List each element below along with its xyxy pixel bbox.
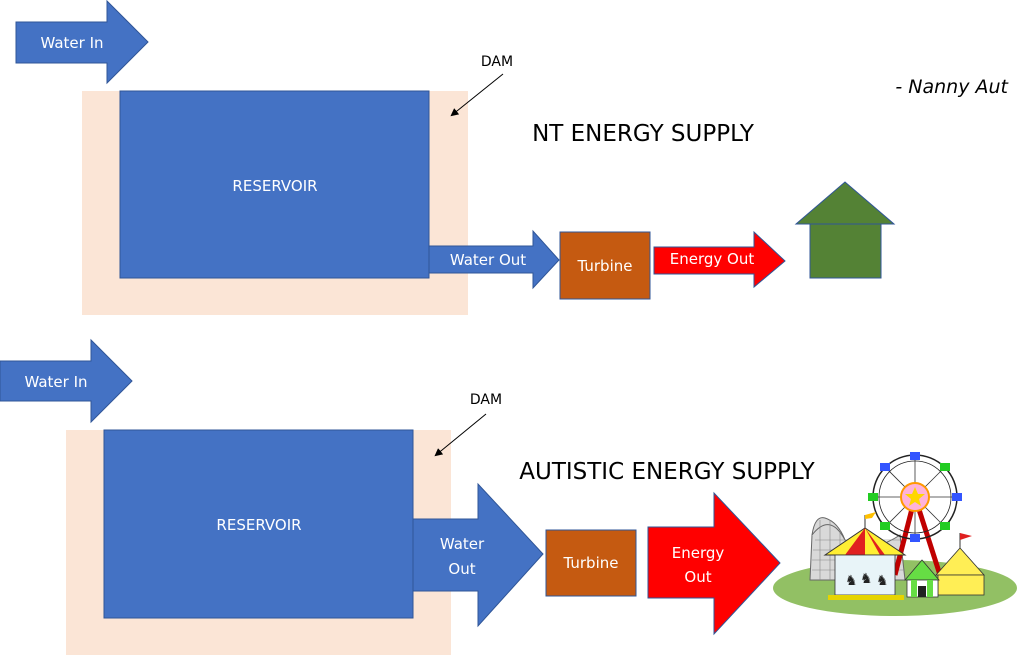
nt-dam-pointer-arrow [450, 73, 504, 117]
nt-reservoir-label: RESERVOIR [232, 177, 317, 195]
tent-icon [904, 533, 985, 598]
autistic-water-out-arrow: Water Out [412, 482, 544, 628]
nt-section: Water In RESERVOIR DAM Water Out Turbine… [15, 0, 896, 315]
carousel-icon: ♞ ♞ ♞ [823, 512, 907, 600]
amusement-park-icon: ♞ ♞ ♞ [773, 452, 1017, 616]
nt-dam-label: DAM [481, 54, 513, 70]
autistic-water-in-label: Water In [24, 373, 87, 391]
nt-title: NT ENERGY SUPPLY [532, 121, 755, 147]
house-icon [794, 181, 896, 279]
nt-water-out-arrow: Water Out [428, 229, 560, 290]
nt-water-out-label: Water Out [450, 251, 526, 269]
svg-text:♞: ♞ [845, 573, 858, 589]
nt-energy-out-label: Energy Out [670, 250, 755, 268]
autistic-section: Water In RESERVOIR DAM Water Out Turbine… [0, 338, 1017, 655]
nt-energy-out-arrow: Energy Out [653, 230, 786, 289]
autistic-water-out-label-line1: Water [440, 535, 485, 553]
author-signature: - Nanny Aut [895, 76, 1009, 98]
autistic-title: AUTISTIC ENERGY SUPPLY [519, 459, 815, 485]
autistic-reservoir [103, 429, 414, 619]
autistic-reservoir-label: RESERVOIR [216, 516, 301, 534]
svg-text:♞: ♞ [876, 573, 889, 589]
autistic-energy-out-arrow: Energy Out [647, 491, 781, 636]
ferris-wheel-icon [868, 452, 962, 576]
autistic-turbine-label: Turbine [563, 554, 619, 572]
nt-turbine-label: Turbine [577, 257, 633, 275]
nt-reservoir [119, 90, 430, 279]
nt-turbine [559, 231, 651, 300]
autistic-water-out-label-line2: Out [448, 560, 475, 578]
autistic-turbine [545, 529, 637, 597]
nt-water-in-arrow: Water In [15, 0, 149, 85]
svg-text:♞: ♞ [860, 571, 873, 587]
autistic-energy-out-label-line1: Energy [672, 544, 725, 562]
autistic-dam-pointer-arrow [434, 413, 487, 457]
autistic-water-in-arrow: Water In [0, 338, 133, 424]
autistic-energy-out-label-line2: Out [684, 568, 711, 586]
nt-water-in-label: Water In [40, 34, 103, 52]
autistic-dam-label: DAM [470, 392, 502, 408]
